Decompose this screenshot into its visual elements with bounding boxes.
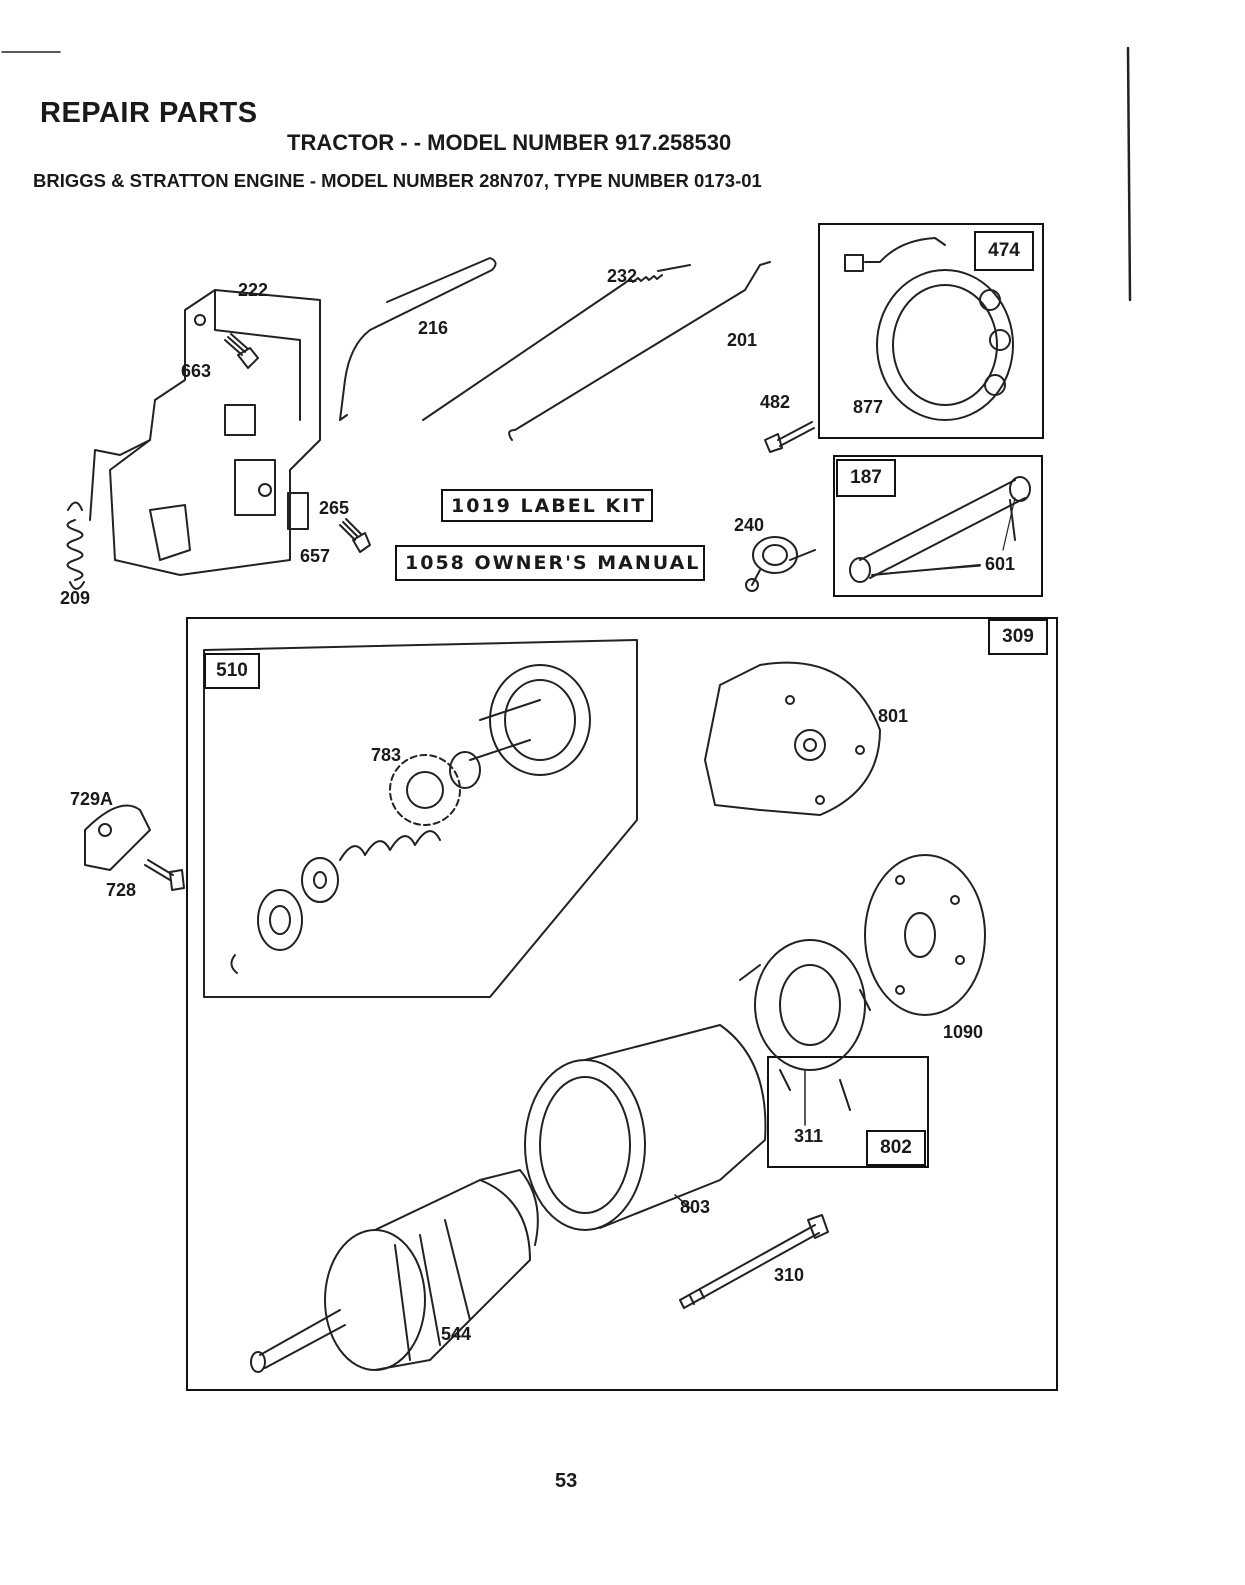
washer: [302, 858, 338, 902]
page-edge-mark: [1128, 48, 1130, 300]
box-label-802: 802: [866, 1130, 926, 1166]
part-label-216: 216: [418, 318, 448, 339]
armature-544: [251, 1170, 538, 1372]
bracket-222: [90, 290, 320, 575]
part-label-482: 482: [760, 392, 790, 413]
screw-482: [765, 422, 814, 452]
part-label-801: 801: [878, 706, 908, 727]
box-label-309: 309: [988, 619, 1048, 655]
part-label-240: 240: [734, 515, 764, 536]
part-label-209: 209: [60, 588, 90, 609]
end-plate-1090: [865, 855, 985, 1015]
end-cap-801: [705, 663, 880, 815]
bolt-310: [680, 1215, 828, 1308]
brush-holder-311: [740, 940, 870, 1125]
bracket-729a: [85, 806, 150, 871]
part-label-663: 663: [181, 361, 211, 382]
motor-frame-803: [525, 1025, 765, 1230]
part-label-728: 728: [106, 880, 136, 901]
spring-510: [340, 831, 440, 860]
page-number: 53: [555, 1470, 577, 1493]
part-label-222: 222: [238, 280, 268, 301]
part-label-877: 877: [853, 397, 883, 418]
label-kit-1019: 1019 LABEL KIT: [441, 489, 653, 522]
part-label-601: 601: [985, 554, 1015, 575]
rod-201: [509, 262, 770, 440]
part-label-803: 803: [680, 1197, 710, 1218]
part-label-657: 657: [300, 546, 330, 567]
rod-216: [340, 258, 496, 420]
owners-manual-1058: 1058 OWNER'S MANUAL: [395, 545, 705, 581]
part-label-729a: 729A: [70, 789, 113, 810]
box-label-187: 187: [836, 459, 896, 497]
part-label-201: 201: [727, 330, 757, 351]
part-label-232: 232: [607, 266, 637, 287]
screw-728: [145, 860, 173, 880]
box-label-474: 474: [974, 231, 1034, 271]
link-232: [423, 265, 690, 420]
spring-209: [68, 503, 85, 590]
box-label-510: 510: [204, 653, 260, 689]
part-label-544: 544: [441, 1324, 471, 1345]
fitting-240: [746, 537, 815, 591]
part-label-311: 311: [794, 1126, 823, 1147]
part-label-1090: 1090: [943, 1022, 983, 1043]
screw-663: [225, 334, 258, 368]
retaining-ring: [231, 955, 237, 973]
drive-assembly-783: [390, 665, 590, 825]
part-label-265: 265: [319, 498, 349, 519]
outline-510: [204, 640, 637, 997]
part-label-310: 310: [774, 1265, 804, 1286]
collar: [258, 890, 302, 950]
part-label-783: 783: [371, 745, 401, 766]
